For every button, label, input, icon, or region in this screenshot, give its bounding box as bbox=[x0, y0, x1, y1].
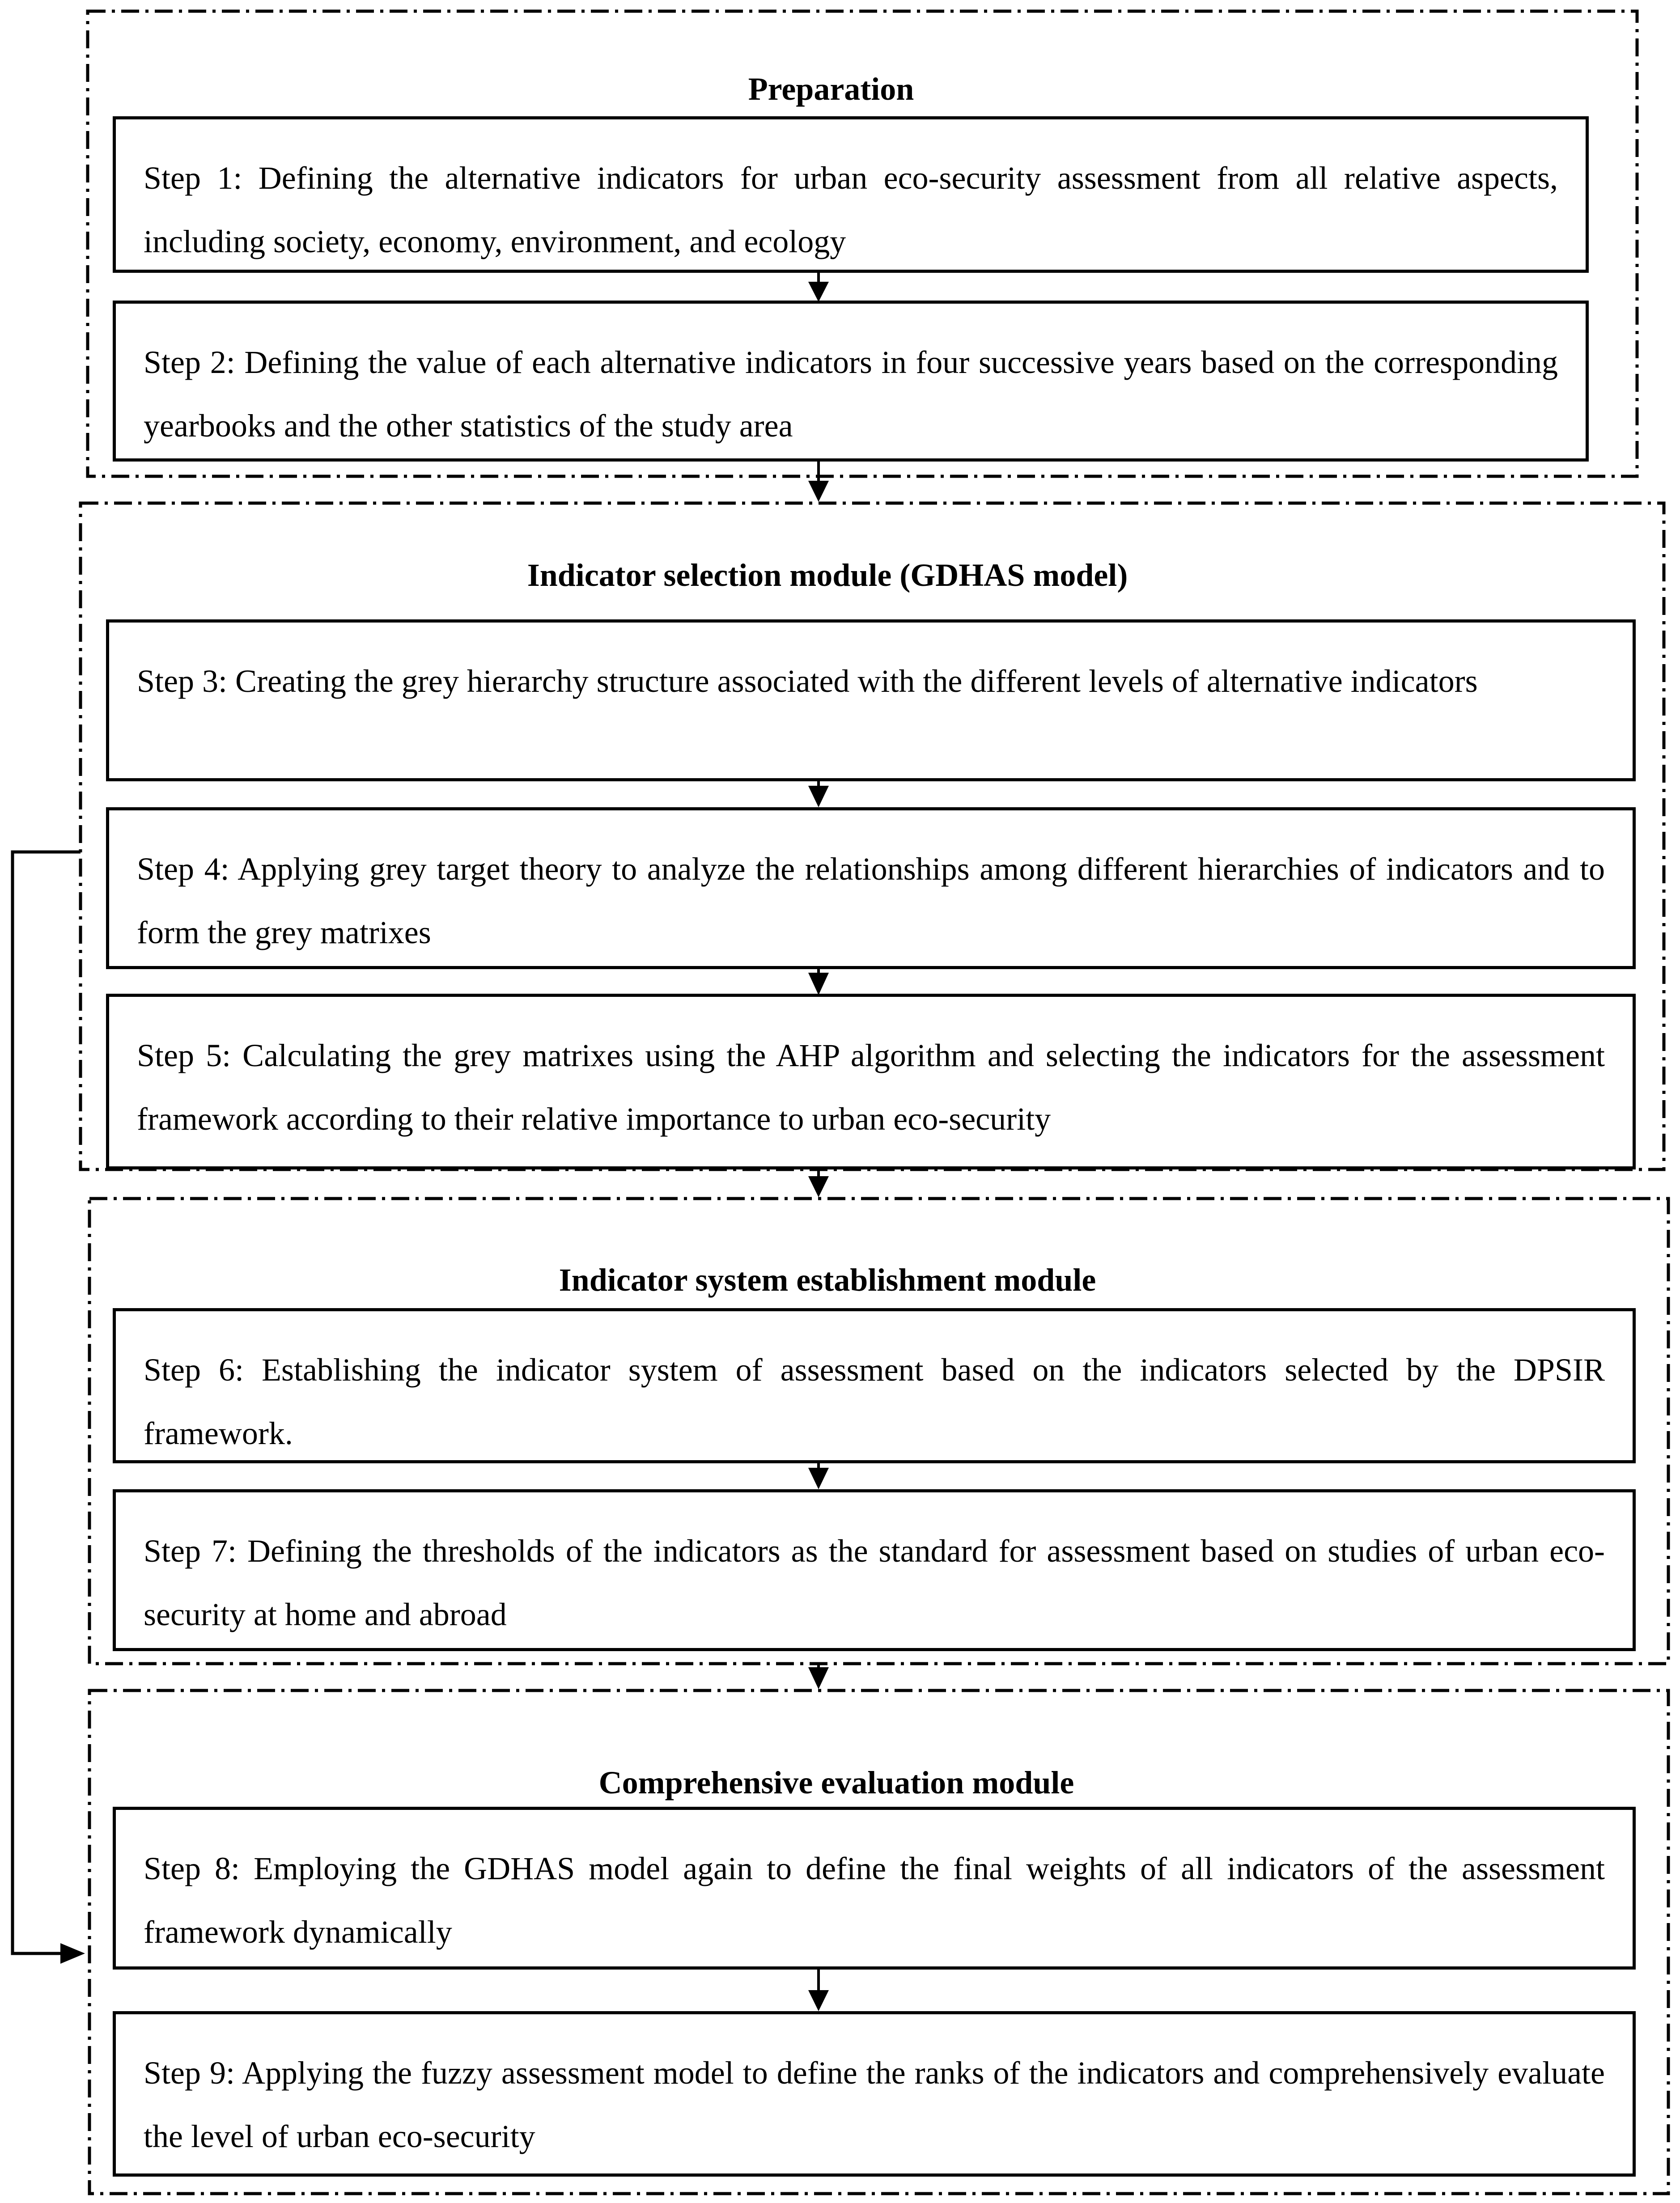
arrowhead-step4-step5 bbox=[808, 973, 829, 995]
module-title-indicator-system: Indicator system establishment module bbox=[559, 1262, 1096, 1298]
arrowhead-feedback-loop bbox=[60, 1943, 85, 1964]
module-title-indicator-selection: Indicator selection module (GDHAS model) bbox=[527, 557, 1128, 593]
module-title-comprehensive-evaluation: Comprehensive evaluation module bbox=[598, 1765, 1074, 1801]
arrowhead-selection-system bbox=[808, 1176, 829, 1197]
step-6-box: Step 6: Establishing the indicator syste… bbox=[113, 1308, 1636, 1463]
module-title-preparation: Preparation bbox=[748, 71, 914, 107]
arrowhead-preparation-selection bbox=[808, 481, 829, 502]
arrowhead-step6-step7 bbox=[808, 1468, 829, 1489]
step-2-box: Step 2: Defining the value of each alter… bbox=[113, 301, 1589, 462]
arrowhead-step1-step2 bbox=[808, 282, 829, 302]
step-7-box: Step 7: Defining the thresholds of the i… bbox=[113, 1489, 1636, 1651]
step-4-box: Step 4: Applying grey target theory to a… bbox=[106, 807, 1636, 969]
module-frame-indicator-selection bbox=[79, 501, 1666, 1171]
step-1-box: Step 1: Defining the alternative indicat… bbox=[113, 116, 1589, 273]
arrowhead-step8-step9 bbox=[808, 1990, 829, 2011]
module-frame-preparation bbox=[86, 9, 1639, 478]
step-3-box: Step 3: Creating the grey hierarchy stru… bbox=[106, 619, 1636, 781]
module-frame-comprehensive-evaluation bbox=[88, 1689, 1670, 2195]
step-5-box: Step 5: Calculating the grey matrixes us… bbox=[106, 994, 1636, 1169]
feedback-loop-connector bbox=[11, 850, 85, 1964]
arrowhead-step3-step4 bbox=[808, 786, 829, 807]
arrowhead-system-evaluation bbox=[808, 1667, 829, 1689]
module-frame-indicator-system bbox=[88, 1197, 1670, 1665]
step-9-box: Step 9: Applying the fuzzy assessment mo… bbox=[113, 2011, 1636, 2177]
step-8-box: Step 8: Employing the GDHAS model again … bbox=[113, 1807, 1636, 1970]
